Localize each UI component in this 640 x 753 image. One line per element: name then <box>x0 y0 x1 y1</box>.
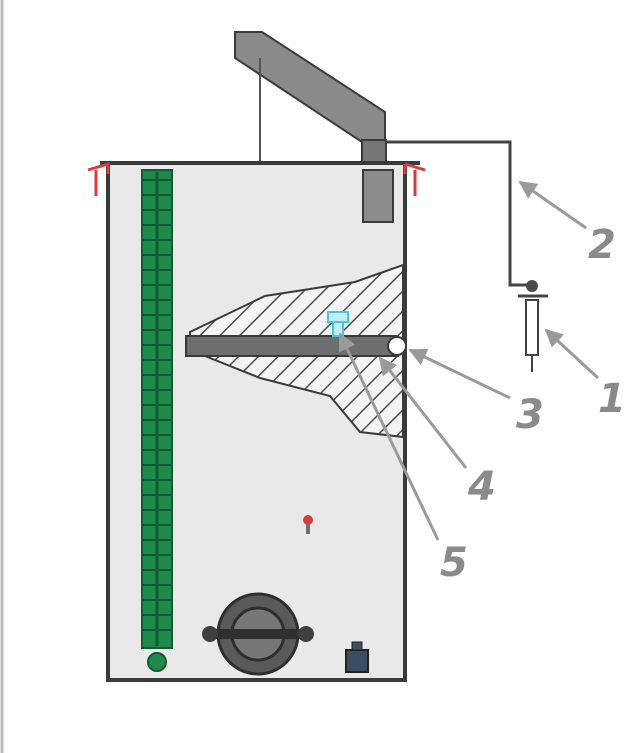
flange-right <box>403 162 426 196</box>
drain-valve-icon <box>345 641 369 673</box>
callout-label-3: 3 <box>516 392 544 438</box>
callout-arrow-1 <box>544 328 600 380</box>
horizontal-bar <box>185 335 399 357</box>
support-arm <box>234 31 386 143</box>
callout-arrow-2 <box>518 180 587 230</box>
line-outlet <box>387 336 407 356</box>
manhole-icon <box>202 592 314 676</box>
syringe <box>518 280 548 372</box>
callout-arrow-4 <box>378 356 468 469</box>
callout-arrow-3 <box>408 348 511 400</box>
callout-label-2: 2 <box>588 222 616 268</box>
callout-label-5: 5 <box>440 540 468 586</box>
nozzle <box>327 311 349 337</box>
level-gauge-float <box>147 652 167 672</box>
nozzle-block <box>362 169 394 223</box>
sampling-line <box>386 140 528 287</box>
small-valve-icon <box>303 515 313 534</box>
callout-arrow-5 <box>338 332 440 541</box>
callout-label-1: 1 <box>598 376 626 422</box>
callout-label-4: 4 <box>467 464 496 510</box>
flange-left <box>87 161 110 196</box>
